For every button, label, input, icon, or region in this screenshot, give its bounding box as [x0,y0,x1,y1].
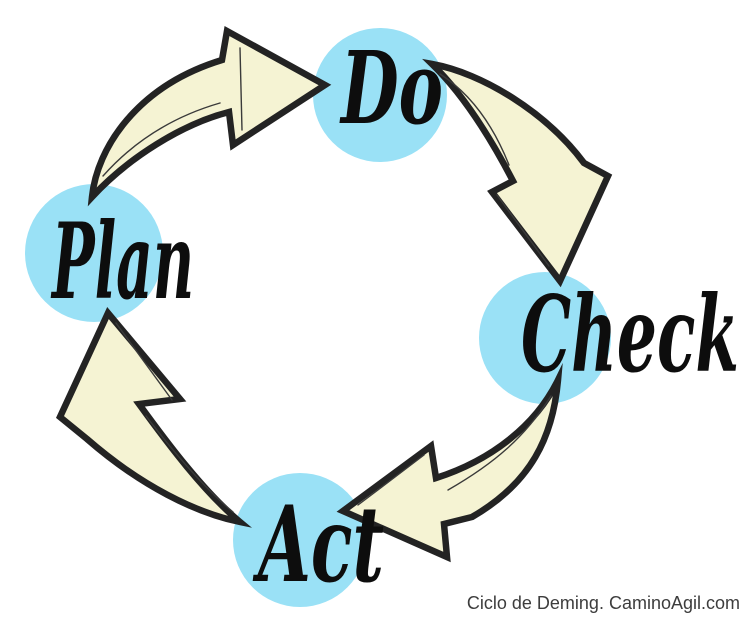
node-label-check: Check [521,272,739,396]
arrow-accent-line [357,454,425,506]
arrow-accent-line [115,322,173,401]
node-circle-check [479,272,611,404]
arrow-accent-line [239,47,243,131]
node-circle-act [233,473,367,607]
node-circle-plan [25,184,163,322]
caption-text: Ciclo de Deming. CaminoAgil.com [467,593,740,613]
arrow-check-to-act [336,362,563,563]
arrow-plan-to-do [87,25,332,207]
node-label-plan: Plan [50,199,194,323]
node-label-act: Act [252,482,384,606]
arrow-accent-line [496,194,550,267]
arrow-do-to-check [422,58,613,288]
arrow-accent-line [447,395,552,491]
arrow-accent-line [145,415,234,513]
arrow-act-to-plan [55,306,253,528]
node-label-do: Do [339,29,443,147]
node-circle-do [313,28,447,162]
arrow-accent-line [439,73,510,166]
arrow-accent-line [102,102,221,177]
